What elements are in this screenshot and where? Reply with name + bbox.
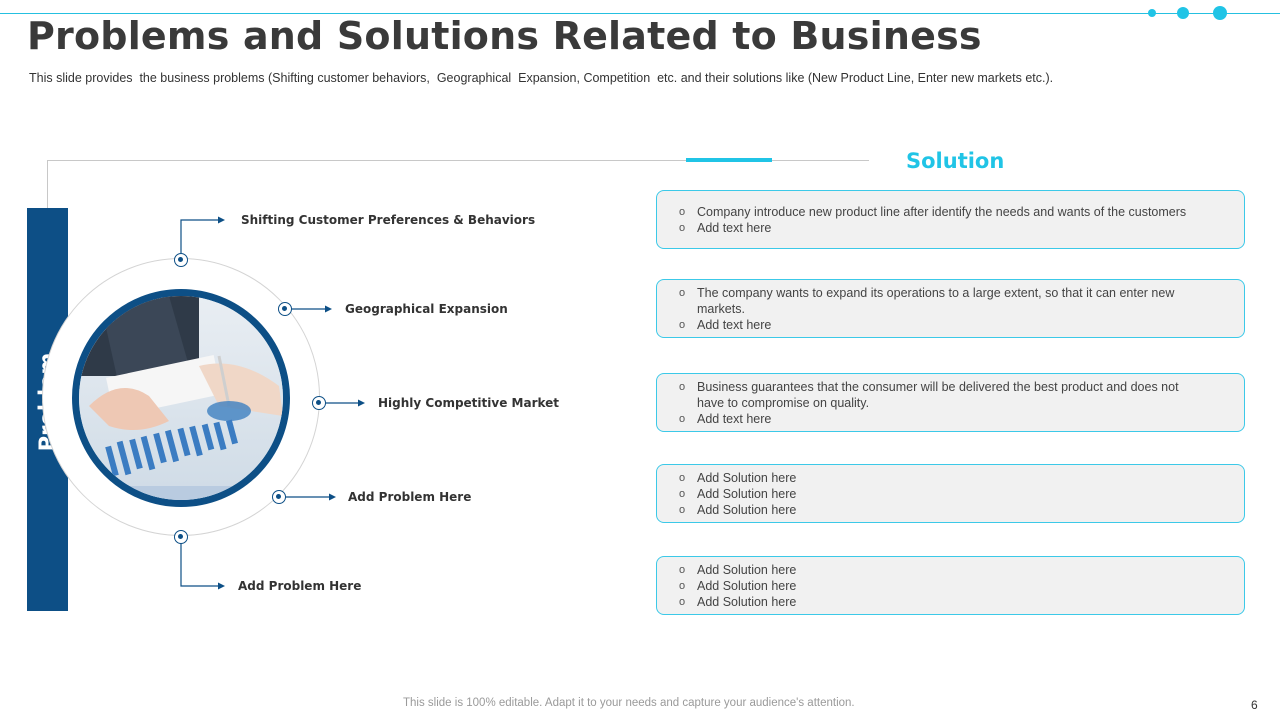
solution-item: Add text here bbox=[679, 317, 1186, 333]
solution-list: Business guarantees that the consumer wi… bbox=[679, 379, 1216, 427]
page-number: 6 bbox=[1251, 698, 1258, 712]
problem-node-3 bbox=[312, 396, 326, 410]
solution-item: Add Solution here bbox=[679, 578, 1216, 594]
solution-box-5: Add Solution here Add Solution here Add … bbox=[656, 556, 1245, 615]
decor-dot-medium bbox=[1177, 7, 1189, 19]
business-photo bbox=[72, 289, 290, 507]
solution-item: Add Solution here bbox=[679, 502, 1216, 518]
solution-box-2: The company wants to expand its operatio… bbox=[656, 279, 1245, 338]
problem-node-4 bbox=[272, 490, 286, 504]
page-title: Problems and Solutions Related to Busine… bbox=[27, 14, 982, 58]
solution-item: Add Solution here bbox=[679, 470, 1216, 486]
frame-line-horizontal bbox=[47, 160, 869, 161]
solution-heading: Solution bbox=[906, 149, 1005, 173]
problem-item: Highly Competitive Market bbox=[378, 396, 560, 410]
decor-dot-small bbox=[1148, 9, 1156, 17]
solution-item: Add text here bbox=[679, 220, 1216, 236]
solution-box-3: Business guarantees that the consumer wi… bbox=[656, 373, 1245, 432]
top-rule bbox=[0, 13, 1280, 14]
solution-box-4: Add Solution here Add Solution here Add … bbox=[656, 464, 1245, 523]
problem-item: Geographical Expansion bbox=[345, 302, 508, 316]
problem-node-2 bbox=[278, 302, 292, 316]
solution-item: Add Solution here bbox=[679, 562, 1216, 578]
solution-list: Add Solution here Add Solution here Add … bbox=[679, 470, 1216, 518]
footer-note: This slide is 100% editable. Adapt it to… bbox=[403, 697, 855, 709]
solution-list: Add Solution here Add Solution here Add … bbox=[679, 562, 1216, 610]
decor-dot-large bbox=[1213, 6, 1227, 20]
solution-item: Company introduce new product line after… bbox=[679, 204, 1216, 220]
solution-box-1: Company introduce new product line after… bbox=[656, 190, 1245, 249]
problem-node-1 bbox=[174, 253, 188, 267]
problem-item: Shifting Customer Preferences & Behavior… bbox=[241, 213, 536, 227]
solution-item: The company wants to expand its operatio… bbox=[679, 285, 1186, 317]
solution-item: Add Solution here bbox=[679, 486, 1216, 502]
solution-item: Add Solution here bbox=[679, 594, 1216, 610]
problem-item: Add Problem Here bbox=[348, 490, 472, 504]
solution-item: Business guarantees that the consumer wi… bbox=[679, 379, 1187, 411]
solution-list: The company wants to expand its operatio… bbox=[679, 285, 1216, 333]
business-meeting-illustration bbox=[79, 296, 283, 500]
frame-accent-bar bbox=[686, 158, 772, 162]
problem-item: Add Problem Here bbox=[238, 579, 362, 593]
solution-item: Add text here bbox=[679, 411, 1216, 427]
problem-node-5 bbox=[174, 530, 188, 544]
solution-list: Company introduce new product line after… bbox=[679, 204, 1216, 236]
page-subtitle: This slide provides the business problem… bbox=[29, 71, 1054, 85]
